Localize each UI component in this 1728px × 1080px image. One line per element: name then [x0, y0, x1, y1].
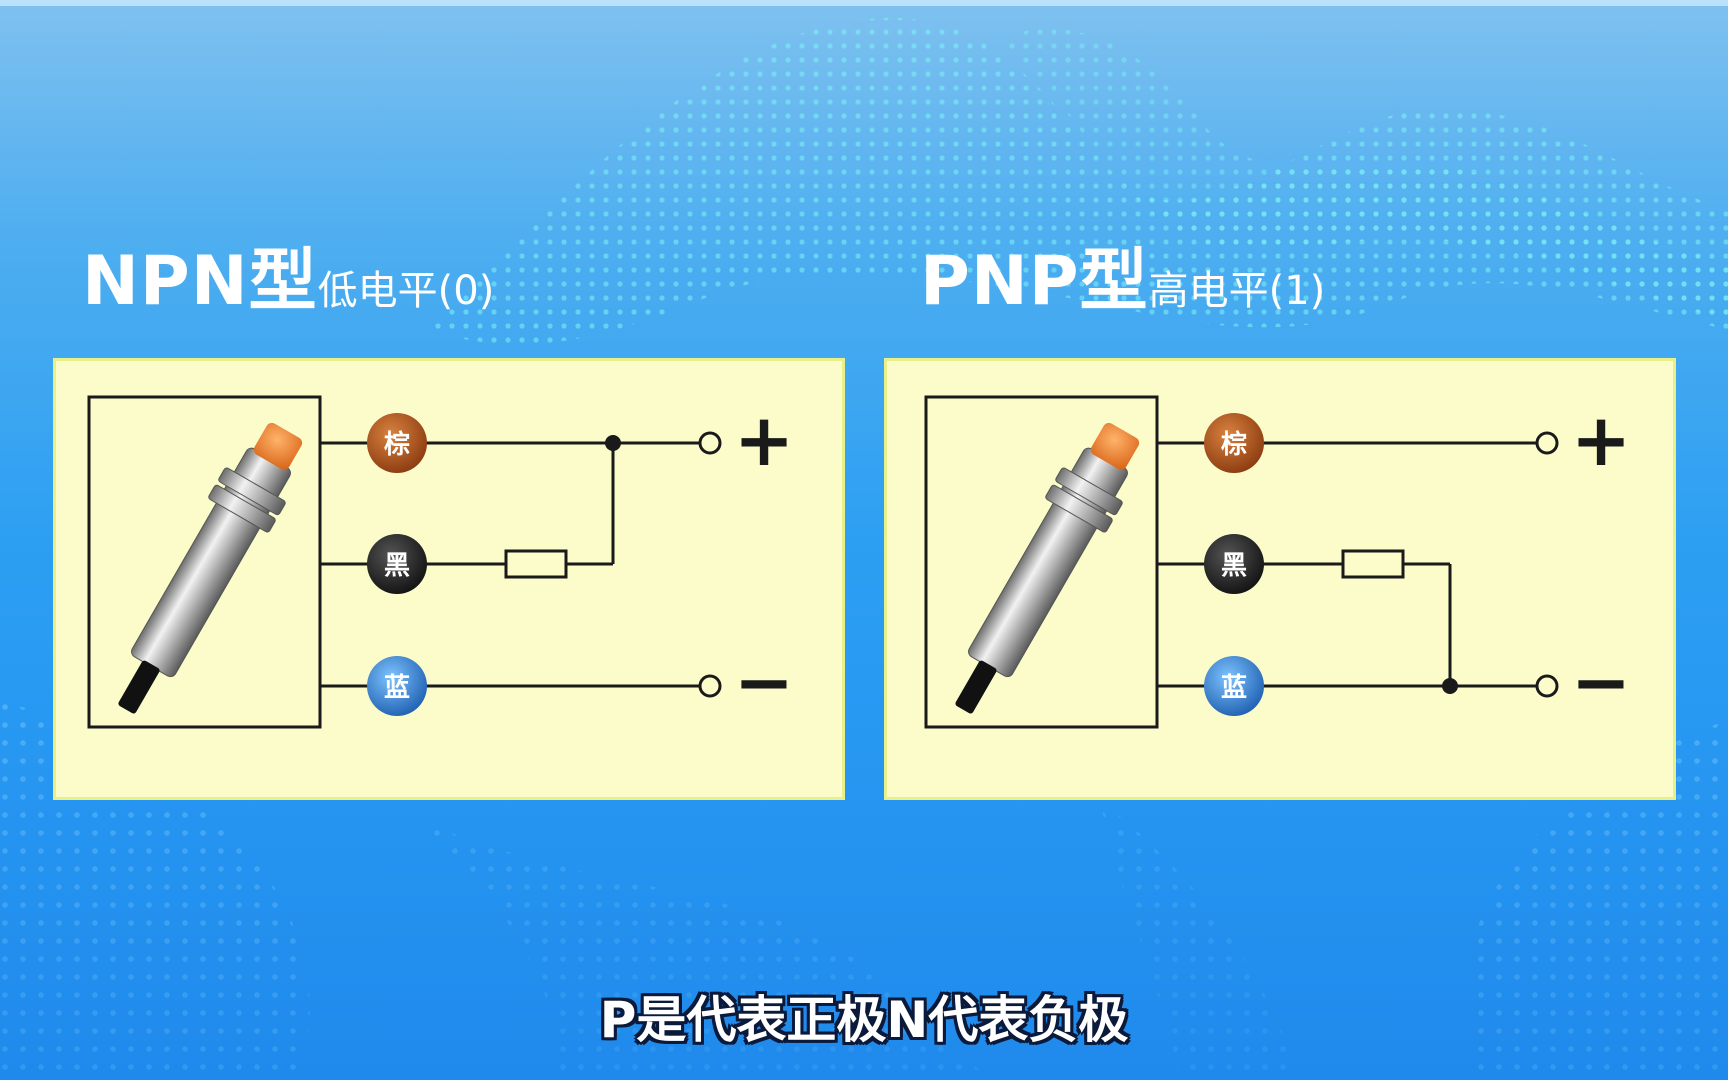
proximity-sensor-icon — [955, 422, 1140, 714]
load-resistor — [1341, 549, 1405, 579]
npn-wiring-diagram: + − 棕 黑 蓝 — [53, 358, 845, 800]
proximity-sensor-icon — [118, 422, 303, 714]
negative-terminal — [698, 674, 722, 698]
positive-terminal — [698, 431, 722, 455]
negative-sign: − — [734, 640, 794, 724]
junction-dot — [605, 435, 621, 451]
pnp-heading: PNP型高电平(1) — [920, 248, 1325, 316]
npn-title: NPN型 — [82, 242, 318, 321]
black-wire-badge — [1204, 534, 1264, 594]
blue-wire-label: 蓝 — [384, 673, 410, 703]
positive-sign: + — [734, 398, 794, 482]
npn-heading: NPN型低电平(0) — [82, 248, 494, 316]
brown-wire-badge — [367, 413, 427, 473]
brown-wire-badge — [1204, 413, 1264, 473]
pnp-wiring-diagram: + − 棕 黑 蓝 — [884, 358, 1676, 800]
blue-wire-badge — [1204, 656, 1264, 716]
black-wire-badge — [367, 534, 427, 594]
positive-terminal — [1535, 431, 1559, 455]
npn-circuit: + − 棕 黑 蓝 — [87, 395, 794, 729]
blue-wire-badge — [367, 656, 427, 716]
brown-wire-label: 棕 — [1221, 429, 1247, 460]
sensor-frame — [87, 395, 322, 729]
brown-wire-label: 棕 — [384, 429, 410, 460]
load-resistor — [504, 549, 568, 579]
positive-sign: + — [1571, 398, 1631, 482]
pnp-title: PNP型 — [920, 242, 1149, 321]
negative-sign: − — [1571, 640, 1631, 724]
subtitle-caption: P是代表正极N代表负极 — [599, 991, 1129, 1049]
blue-wire-label: 蓝 — [1221, 673, 1247, 703]
pnp-level: 高电平(1) — [1148, 268, 1326, 314]
black-wire-label: 黑 — [1221, 551, 1247, 581]
npn-level: 低电平(0) — [317, 268, 495, 314]
black-wire-label: 黑 — [384, 551, 410, 581]
pnp-circuit: + − 棕 黑 蓝 — [924, 395, 1631, 729]
sensor-frame — [924, 395, 1159, 729]
negative-terminal — [1535, 674, 1559, 698]
